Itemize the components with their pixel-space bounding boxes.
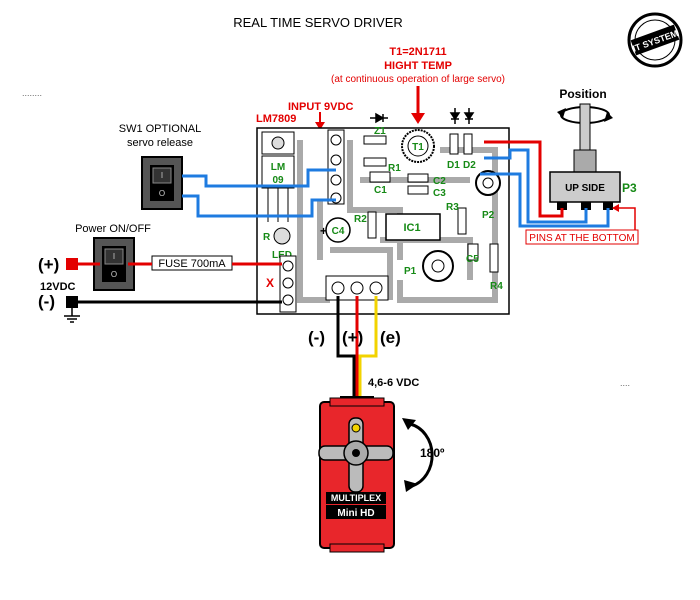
svg-text:C4: C4 [332, 226, 345, 237]
supply-voltage-label: 12VDC [40, 281, 76, 293]
rotation-arrow-icon [409, 422, 434, 488]
servo-terminal-signal: (e) [380, 328, 401, 347]
component-c2-c3: C2 C3 [407, 173, 446, 199]
svg-text:P1: P1 [404, 266, 417, 277]
position-label: Position [559, 87, 606, 101]
component-c5: C5 [466, 243, 479, 265]
pot-wires [480, 140, 610, 228]
servo-model: Mini HD [337, 508, 374, 519]
supply-minus-terminal [66, 296, 78, 308]
fuse: FUSE 700mA [151, 255, 233, 271]
servo-terminal-block [325, 275, 389, 301]
svg-text:C2: C2 [433, 176, 446, 187]
component-p1: P1 [404, 250, 454, 282]
diagram-title: REAL TIME SERVO DRIVER [233, 15, 403, 30]
regulator-label: LM7809 [256, 113, 296, 125]
svg-text:D1: D1 [447, 160, 460, 171]
component-r1: R1 [363, 157, 401, 174]
sw1-label-line1: SW1 OPTIONAL [119, 123, 202, 135]
component-ic1: IC1 [385, 213, 441, 241]
svg-text:C5: C5 [466, 254, 479, 265]
dots-right: .... [620, 378, 630, 388]
transistor-arrow-head [411, 113, 425, 124]
transistor-note-line3: (at continuous operation of large servo) [331, 74, 505, 85]
supply-plus-label: (+) [38, 255, 59, 274]
sw1-switch: I O [141, 156, 183, 210]
power-wires [78, 262, 282, 304]
regulator-body-line2: 09 [272, 175, 284, 186]
pins-note-box [525, 229, 639, 245]
transistor-note-line2: HIGHT TEMP [384, 60, 452, 72]
stamp-logo: IT SYSTEM [627, 12, 683, 68]
servo-terminal-minus: (-) [308, 328, 325, 347]
rotation-label: 180º [420, 446, 445, 460]
svg-text:+: + [320, 224, 327, 238]
supply-plus-terminal [66, 258, 78, 270]
svg-text:Z1: Z1 [374, 126, 386, 137]
component-r: R [263, 227, 291, 245]
transistor-note-line1: T1=2N1711 [389, 46, 446, 58]
svg-text:C3: C3 [433, 188, 446, 199]
svg-text:T1: T1 [412, 142, 424, 153]
x-mark: X [266, 276, 274, 290]
power-terminal-block: LED [272, 250, 297, 313]
component-r2: R2 [354, 211, 377, 239]
pot-upside-label: UP SIDE [565, 183, 605, 194]
input-terminal-block [327, 129, 345, 205]
ground-icon [64, 308, 80, 323]
servo-motor: MULTIPLEX Mini HD [318, 396, 395, 553]
supply-minus-label: (-) [38, 292, 55, 311]
servo-brand: MULTIPLEX [331, 493, 381, 503]
svg-text:C1: C1 [374, 185, 387, 196]
component-z1: Z1 [363, 126, 387, 145]
svg-text:R1: R1 [388, 163, 401, 174]
servo-wires [336, 296, 378, 396]
svg-text:O: O [159, 189, 165, 198]
power-switch-label: Power ON/OFF [75, 223, 151, 235]
component-c1: C1 [369, 171, 391, 196]
sw1-label-line2: servo release [127, 137, 193, 149]
component-r3: R3 [446, 202, 467, 235]
svg-text:IC1: IC1 [403, 222, 420, 234]
svg-text:R3: R3 [446, 202, 459, 213]
component-d1-d2: D1 D2 [447, 133, 476, 171]
component-p2: P2 [475, 170, 501, 221]
svg-text:I: I [161, 171, 163, 180]
input-label: INPUT 9VDC [288, 101, 353, 113]
servo-terminal-plus: (+) [342, 328, 363, 347]
sw1-wires [182, 168, 336, 218]
svg-text:R: R [263, 232, 271, 243]
fuse-label: FUSE 700mA [158, 258, 226, 270]
servo-voltage-label: 4,6-6 VDC [368, 377, 419, 389]
regulator-lm7809: LM 09 [261, 131, 295, 222]
svg-text:I: I [113, 252, 115, 261]
potentiometer-p3: UP SIDE [549, 103, 621, 210]
diode-symbols [370, 108, 475, 124]
component-t1: T1 [401, 129, 435, 163]
component-r4: R4 [489, 243, 503, 292]
pins-note: PINS AT THE BOTTOM [529, 233, 634, 244]
svg-text:R2: R2 [354, 214, 367, 225]
svg-text:O: O [111, 270, 117, 279]
svg-text:P2: P2 [482, 210, 495, 221]
dots-left: ........ [22, 88, 42, 98]
svg-text:R4: R4 [490, 281, 503, 292]
p3-label: P3 [622, 181, 637, 195]
svg-text:D2: D2 [463, 160, 476, 171]
regulator-body-line1: LM [271, 162, 285, 173]
component-c4: C4 + [320, 217, 351, 243]
